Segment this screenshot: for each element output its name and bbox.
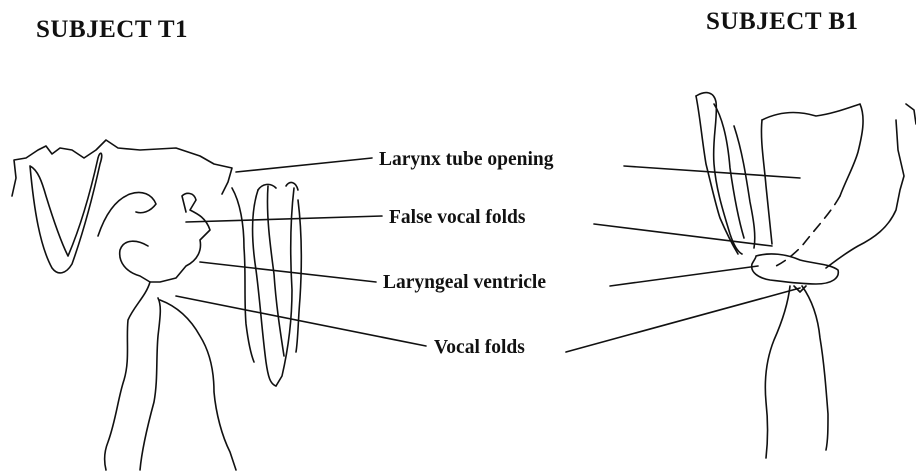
subject-b1-larynx-tracing	[696, 93, 916, 458]
leader-vocal-folds-right	[566, 288, 800, 352]
label-laryngeal-ventricle: Laryngeal ventricle	[383, 272, 546, 294]
b1-lower-right-wall	[802, 286, 828, 450]
b1-lower-left-wall	[765, 286, 790, 458]
leader-vocal-folds-left	[176, 296, 426, 346]
b1-right-edge	[906, 104, 916, 124]
t1-lower-left-wall	[105, 282, 150, 470]
t1-middle-contour	[98, 192, 156, 236]
t1-ventricle-contour	[120, 241, 150, 282]
label-vocal-folds: Vocal folds	[434, 337, 525, 359]
t1-tube-fold-5	[296, 200, 301, 352]
t1-lower-right-wall	[160, 300, 236, 470]
subject-t1-title: SUBJECT T1	[36, 16, 188, 44]
leader-larynx-tube-opening-right	[624, 166, 800, 178]
b1-cavity-left-wall	[761, 120, 772, 244]
t1-inner-left-wall	[140, 298, 160, 470]
t1-top-cap	[258, 183, 298, 190]
b1-ventricle	[752, 254, 839, 284]
leader-laryngeal-ventricle-left	[200, 262, 376, 282]
leader-false-vocal-folds-right	[594, 224, 772, 246]
b1-upper-cavity	[762, 104, 863, 196]
leader-false-vocal-folds-left	[186, 216, 382, 222]
label-larynx-tube-opening: Larynx tube opening	[379, 149, 553, 171]
t1-tube-fold-1	[232, 188, 254, 362]
leader-larynx-tube-opening-left	[236, 158, 372, 172]
b1-fold-strand-2	[734, 126, 755, 248]
b1-fold-strand-1	[714, 104, 744, 238]
leader-lines	[176, 158, 800, 352]
label-false-vocal-folds: False vocal folds	[389, 207, 526, 229]
subject-t1-larynx-tracing	[12, 140, 301, 470]
t1-upper-outline	[12, 140, 232, 196]
b1-right-outer	[826, 120, 904, 268]
leader-laryngeal-ventricle-right	[610, 266, 758, 286]
subject-b1-title: SUBJECT B1	[706, 8, 859, 36]
t1-tube-fold-4	[276, 188, 294, 386]
t1-false-fold-contour	[150, 193, 210, 282]
t1-epiglottis	[30, 153, 102, 273]
